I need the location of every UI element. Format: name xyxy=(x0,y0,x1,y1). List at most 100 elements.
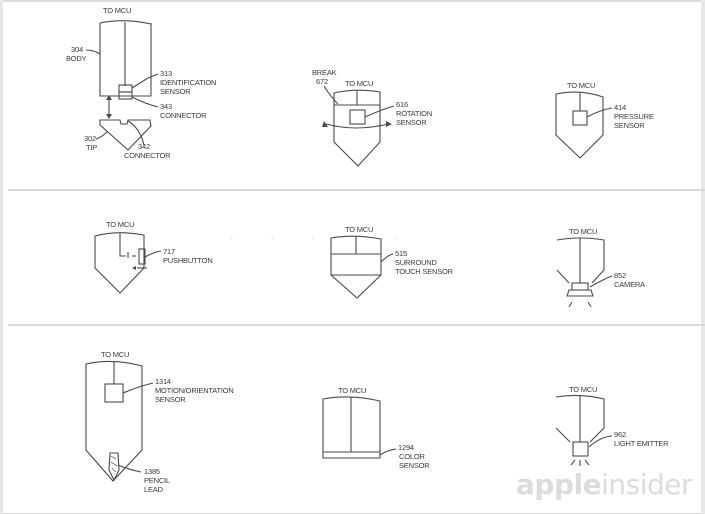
camera-housing xyxy=(571,282,589,291)
leader-616 xyxy=(364,105,395,118)
callout-sensor-text: SENSOR xyxy=(155,395,186,404)
callout-515-number: 515 xyxy=(395,249,407,258)
callout-pressure-text: PRESSURE xyxy=(614,112,654,121)
leader-717 xyxy=(144,250,162,258)
callout-672-number: 672 xyxy=(316,77,328,86)
callout-pencil-text: PENCIL xyxy=(144,476,170,485)
leader-304 xyxy=(85,49,101,55)
callout-body-text: BODY xyxy=(66,54,87,63)
to-mcu-label: TO MCU xyxy=(345,79,373,88)
to-mcu-label: TO MCU xyxy=(106,220,134,229)
callout-sensor-text: SENSOR xyxy=(399,461,430,470)
light-ray-left xyxy=(570,459,576,466)
rotation-arrow xyxy=(325,123,389,129)
callout-sensor-text: SENSOR xyxy=(614,121,645,130)
panel-pressure-sensor: TO MCU 414 PRESSURE SENSOR xyxy=(555,81,654,159)
panel-motion-orientation-sensor: TO MCU 1314 MOTION/ORIENTATION SENSOR 13… xyxy=(85,350,234,494)
panel-light-emitter: TO MCU 962 LIGHT EMITTER xyxy=(555,385,669,466)
callout-motion-orientation-text: MOTION/ORIENTATION xyxy=(155,386,234,395)
callout-rotation-text: ROTATION xyxy=(396,109,432,118)
frame-left-edge xyxy=(0,0,3,514)
leader-672 xyxy=(323,85,339,105)
leader-1294 xyxy=(379,448,397,456)
appleinsider-watermark: appleinsider xyxy=(516,468,692,501)
watermark-apple: apple xyxy=(516,468,602,501)
leader-515 xyxy=(380,253,394,263)
push-arrow-head xyxy=(132,266,136,270)
callout-connector-342-text: CONNECTOR xyxy=(124,151,171,160)
panel-rotation-sensor: BREAK 672 TO MCU 616 ROTATION SENSOR xyxy=(312,68,432,167)
callout-touch-sensor-text: TOUCH SENSOR xyxy=(395,267,454,276)
callout-identification-text: IDENTIFICATION xyxy=(160,78,216,87)
leader-343 xyxy=(131,96,159,108)
panel-camera: TO MCU 852 CAMERA xyxy=(556,227,645,308)
motion-sensor-shape xyxy=(104,383,124,403)
leader-852 xyxy=(589,275,613,288)
pressure-body-outline xyxy=(555,91,604,159)
camera-body-outline xyxy=(556,237,605,284)
pressure-sensor-shape xyxy=(572,110,588,126)
callout-414-number: 414 xyxy=(614,103,626,112)
to-mcu-label: TO MCU xyxy=(569,385,597,394)
leader-962 xyxy=(588,435,613,448)
panel-identification-sensor: TO MCU 304 BODY 313 IDENTIFICATION SENSO… xyxy=(66,6,216,160)
callout-camera-text: CAMERA xyxy=(614,280,645,289)
leader-414 xyxy=(586,107,613,118)
to-mcu-label: TO MCU xyxy=(569,227,597,236)
callout-connector-343-text: CONNECTOR xyxy=(160,111,207,120)
switch-line xyxy=(119,233,126,257)
rotation-sensor-shape xyxy=(349,109,366,125)
to-mcu-label: TO MCU xyxy=(338,386,366,395)
callout-sensor-text: SENSOR xyxy=(396,118,427,127)
to-mcu-label: TO MCU xyxy=(103,6,131,15)
callout-light-emitter-text: LIGHT EMITTER xyxy=(614,439,669,448)
light-emitter-shape xyxy=(572,441,589,457)
callout-342-number: 342 xyxy=(138,142,150,151)
pushbutton-body-outline xyxy=(94,232,145,294)
callout-tip-text: TIP xyxy=(86,143,97,152)
color-body-outline xyxy=(322,396,381,459)
pencil-lead-hatch xyxy=(110,455,118,473)
callout-surround-text: SURROUND xyxy=(395,258,438,267)
arrow-heads xyxy=(106,95,112,119)
light-ray-right xyxy=(584,459,590,466)
callout-lead-text: LEAD xyxy=(144,485,164,494)
to-mcu-label: TO MCU xyxy=(567,81,595,90)
panel-surround-touch-sensor: TO MCU 515 SURROUND TOUCH SENSOR xyxy=(330,225,454,299)
camera-lens xyxy=(566,289,594,297)
motion-body-outline xyxy=(85,360,143,482)
callout-852-number: 852 xyxy=(614,271,626,280)
callout-343-number: 343 xyxy=(160,102,172,111)
body-outline xyxy=(99,20,152,97)
panel-pushbutton: TO MCU 717 PUSHBUTTON xyxy=(94,220,213,294)
callout-color-text: COLOR xyxy=(399,452,425,461)
row-divider-2 xyxy=(8,324,705,326)
callout-1294-number: 1294 xyxy=(398,443,414,452)
to-mcu-label: TO MCU xyxy=(101,350,129,359)
faint-background-mark: · · · · · xyxy=(228,226,413,251)
camera-ray-left xyxy=(568,301,573,308)
callout-pushbutton-text: PUSHBUTTON xyxy=(163,256,213,265)
leader-313 xyxy=(131,73,159,89)
callout-sensor-text: SENSOR xyxy=(160,87,191,96)
tip-outline xyxy=(99,119,152,151)
connector-343-shape xyxy=(118,91,133,100)
callout-616-number: 616 xyxy=(396,100,408,109)
surround-body-outline xyxy=(330,235,382,299)
row-divider-1 xyxy=(8,189,705,191)
callout-304-number: 304 xyxy=(71,45,83,54)
connector-342-shape xyxy=(127,120,145,146)
camera-ray-right xyxy=(587,301,592,308)
pencil-lead-shape xyxy=(108,452,120,482)
callout-302-number: 302 xyxy=(84,134,96,143)
rotation-body-outline xyxy=(333,89,381,167)
callout-1385-number: 1385 xyxy=(144,467,160,476)
emitter-body-outline xyxy=(555,394,605,443)
callout-962-number: 962 xyxy=(614,430,626,439)
to-mcu-label: TO MCU xyxy=(345,225,373,234)
leader-302 xyxy=(95,131,108,140)
callout-break-text: BREAK xyxy=(312,68,337,77)
frame-top-edge xyxy=(0,0,705,2)
